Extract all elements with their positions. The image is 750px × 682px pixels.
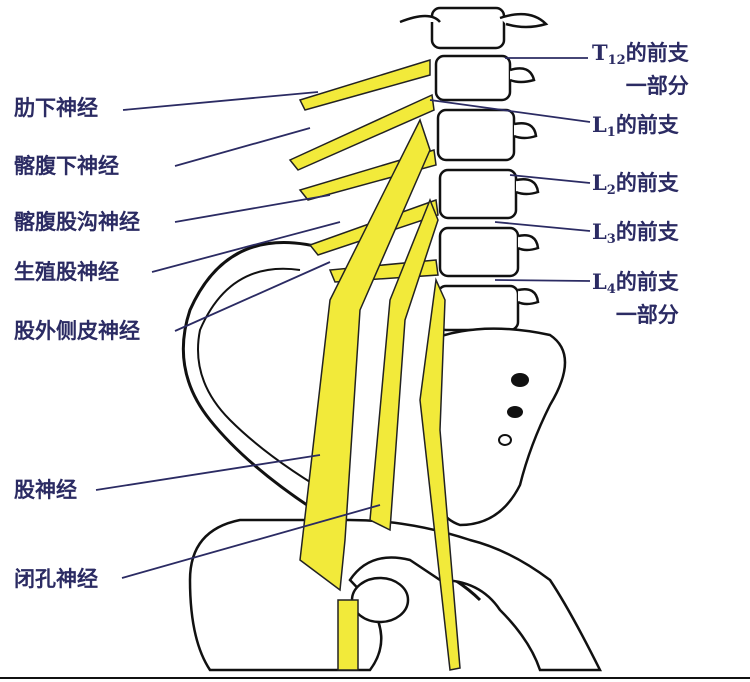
leader-lines [95,57,591,579]
label-letter: L [592,269,607,294]
label-l4-anterior-ramus: L4的前支 一部分 [592,269,679,327]
bottom-border [0,677,750,679]
label-letter: T [592,40,608,65]
label-ilioinguinal-nerve: 髂腹股沟神经 [14,209,140,234]
hip-bone [188,518,603,672]
label-text: 的前支 [615,219,679,244]
nerves [288,58,461,671]
label-text: 的前支 [615,269,679,294]
label-obturator-nerve: 闭孔神经 [14,566,98,591]
label-letter: L [592,112,607,137]
label-subcostal-nerve: 肋下神经 [14,95,98,120]
label-line2: 一部分 [615,302,679,327]
label-text: 的前支 [615,170,679,195]
label-letter: L [592,170,607,195]
label-l2-anterior-ramus: L2的前支 [592,170,679,203]
label-l1-anterior-ramus: L1的前支 [592,112,679,145]
label-letter: L [592,219,607,244]
label-text: 的前支 [615,112,679,137]
sacral-foramina [498,373,529,446]
label-subscript: 4 [606,282,616,297]
label-text: 的前支 [625,40,689,65]
label-femoral-nerve: 股神经 [14,477,77,502]
label-lateral-femoral-cutaneous-nerve: 股外侧皮神经 [14,318,140,343]
label-subscript: 12 [607,53,626,68]
sacrum [428,327,567,527]
label-l3-anterior-ramus: L3的前支 [592,219,679,252]
label-t12-anterior-ramus: T12的前支 一部分 [592,40,689,98]
label-subscript: 3 [606,232,616,247]
spine [399,6,549,332]
label-subscript: 2 [606,183,616,198]
label-iliohypogastric-nerve: 髂腹下神经 [14,153,119,178]
label-subscript: 1 [606,125,616,140]
label-genitofemoral-nerve: 生殖股神经 [14,259,119,284]
label-line2: 一部分 [625,73,689,98]
